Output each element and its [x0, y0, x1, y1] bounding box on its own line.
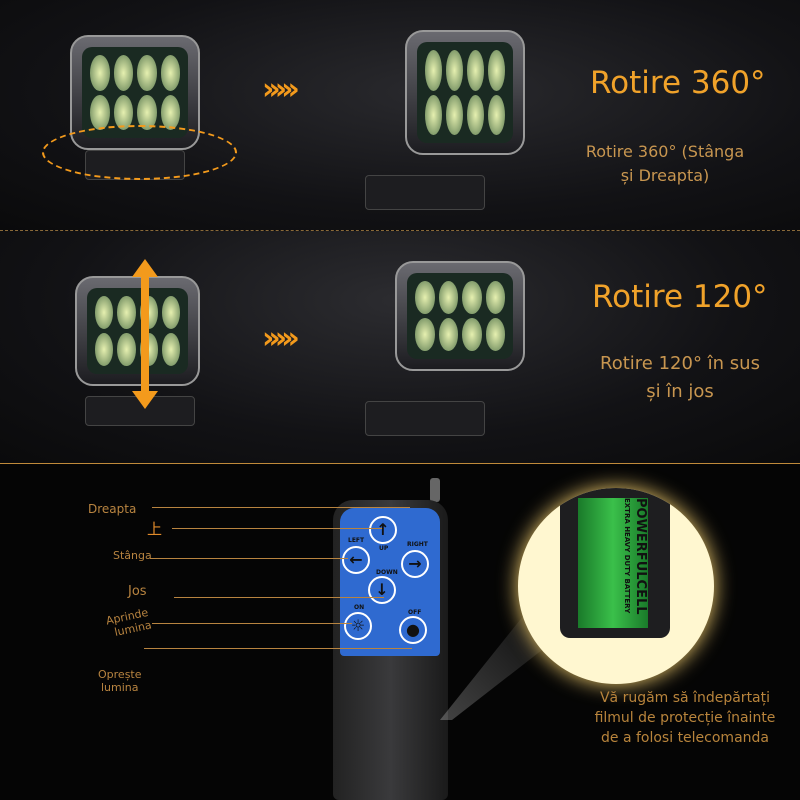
up-button-label: UP: [379, 545, 389, 552]
battery: POWERFULCELL EXTRA HEAVY DUTY BATTERY: [578, 498, 648, 628]
leader-line: [152, 623, 352, 624]
desc-line: și Dreapta): [620, 166, 710, 185]
rotate-120-section: ››››› Rotire 120° Rotire 120° în sus și …: [0, 231, 800, 463]
section-divider: [0, 463, 800, 464]
label-line: Oprește: [98, 668, 142, 681]
label-left: Stânga: [113, 549, 152, 562]
rotate-360-section: ››››› Rotire 360° Rotire 360° (Stânga și…: [0, 0, 800, 230]
desc-line: Rotire 120° în sus: [600, 353, 760, 374]
right-button: →: [401, 550, 429, 578]
label-up: 上: [147, 520, 163, 538]
notice-line: Vă rugăm să îndepărtați: [599, 690, 771, 706]
battery-note: EXTRA HEAVY DUTY BATTERY: [623, 498, 631, 614]
left-button: ←: [342, 546, 370, 574]
label-down: Jos: [128, 584, 147, 599]
antenna: [430, 478, 440, 502]
off-button-label: OFF: [408, 609, 422, 616]
rotate-120-desc: Rotire 120° în sus și în jos: [585, 350, 775, 406]
left-button-label: LEFT: [348, 537, 365, 544]
section-divider: [0, 230, 800, 231]
up-down-arrow-icon: [132, 259, 158, 409]
light-off-button: ●: [399, 616, 427, 644]
chevron-arrows-icon: ›››››: [262, 72, 300, 107]
rotate-120-title: Rotire 120°: [592, 279, 768, 315]
down-button: ↓: [368, 576, 396, 604]
rotate-360-desc: Rotire 360° (Stânga și Dreapta): [570, 140, 760, 188]
notice-line: filmul de protecție înainte: [594, 710, 776, 726]
label-right: Dreapta: [88, 502, 137, 516]
leader-line: [174, 597, 384, 598]
on-button-label: ON: [354, 604, 365, 611]
battery-notice: Vă rugăm să îndepărtați filmul de protec…: [570, 688, 800, 748]
label-line: lumina: [101, 681, 139, 694]
down-button-label: DOWN: [376, 569, 398, 576]
leader-line: [172, 528, 382, 529]
right-button-label: RIGHT: [407, 541, 428, 548]
light-on-button: ☼: [344, 612, 372, 640]
leader-line: [150, 558, 348, 559]
leader-line: [152, 507, 410, 508]
chevron-arrows-icon: ›››››: [262, 321, 300, 356]
notice-line: de a folosi telecomanda: [601, 730, 769, 746]
desc-line: și în jos: [646, 381, 714, 402]
desc-line: Rotire 360° (Stânga: [585, 142, 745, 161]
battery-closeup-image: POWERFULCELL EXTRA HEAVY DUTY BATTERY: [518, 488, 714, 684]
rotation-arrow-icon: [42, 125, 237, 180]
leader-line: [144, 648, 412, 649]
rotate-360-title: Rotire 360°: [590, 65, 766, 101]
battery-brand: POWERFULCELL: [633, 498, 648, 615]
up-button: ↑: [369, 516, 397, 544]
